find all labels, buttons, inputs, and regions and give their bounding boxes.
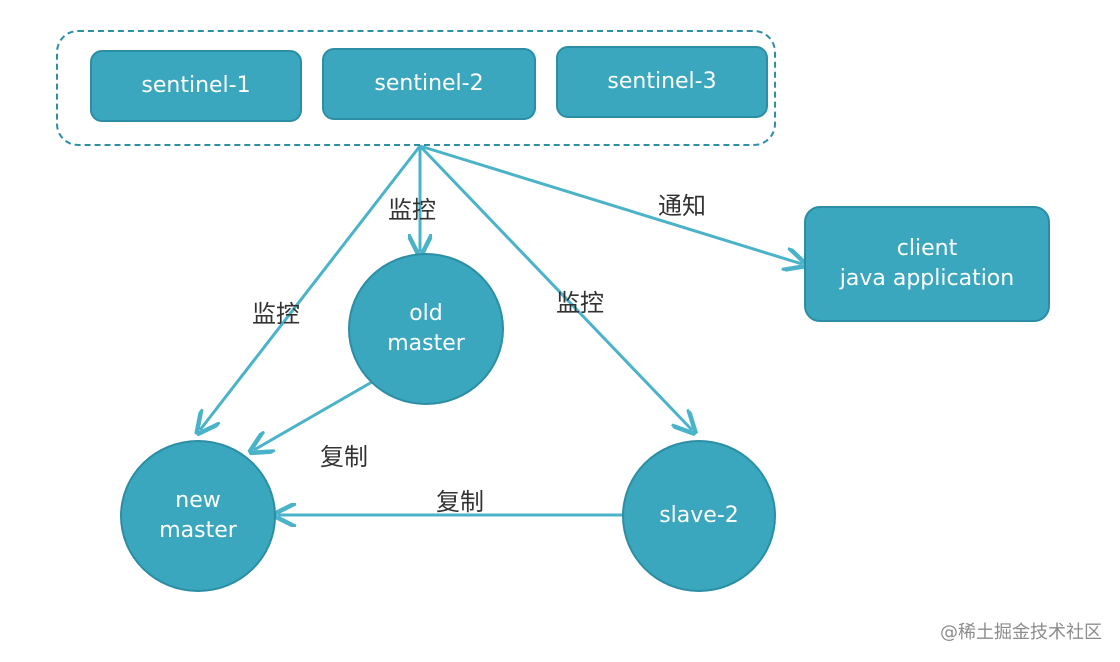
sentinel-2-label: sentinel-2 <box>374 71 484 97</box>
edge-label-monitor-old-master: 监控 <box>388 196 436 224</box>
sentinel-2-node: sentinel-2 <box>322 48 536 120</box>
edge-label-monitor-slave-2: 监控 <box>556 289 604 317</box>
edge-label-monitor-new-master: 监控 <box>252 300 300 328</box>
edge-label-replicate-old-to-new: 复制 <box>320 443 368 471</box>
new-master-label-line2: master <box>159 518 237 543</box>
old-master-node: old master <box>348 253 504 405</box>
edge-notify-client <box>419 144 802 264</box>
edge-monitor-new-master <box>200 145 422 430</box>
old-master-label-line1: old <box>409 301 443 327</box>
slave-2-node: slave-2 <box>622 440 776 592</box>
edge-monitor-slave-2 <box>418 144 692 430</box>
sentinel-1-node: sentinel-1 <box>90 50 302 122</box>
sentinel-3-label: sentinel-3 <box>607 69 717 95</box>
sentinel-1-label: sentinel-1 <box>141 73 251 99</box>
client-node: client java application <box>804 206 1050 322</box>
slave-2-label: slave-2 <box>659 503 739 529</box>
client-label-line2: java application <box>839 266 1015 291</box>
sentinel-3-node: sentinel-3 <box>556 46 768 118</box>
client-label-line1: client <box>896 236 958 262</box>
sentinel-group <box>56 30 776 146</box>
edge-label-notify-client: 通知 <box>658 192 706 220</box>
new-master-label-line1: new <box>175 488 221 514</box>
edge-label-replicate-slave-to-new: 复制 <box>436 488 484 516</box>
watermark: @稀土掘金技术社区 <box>940 622 1102 643</box>
edge-replicate-old-to-new <box>254 380 373 450</box>
old-master-label-line2: master <box>387 331 465 356</box>
new-master-node: new master <box>120 440 276 592</box>
